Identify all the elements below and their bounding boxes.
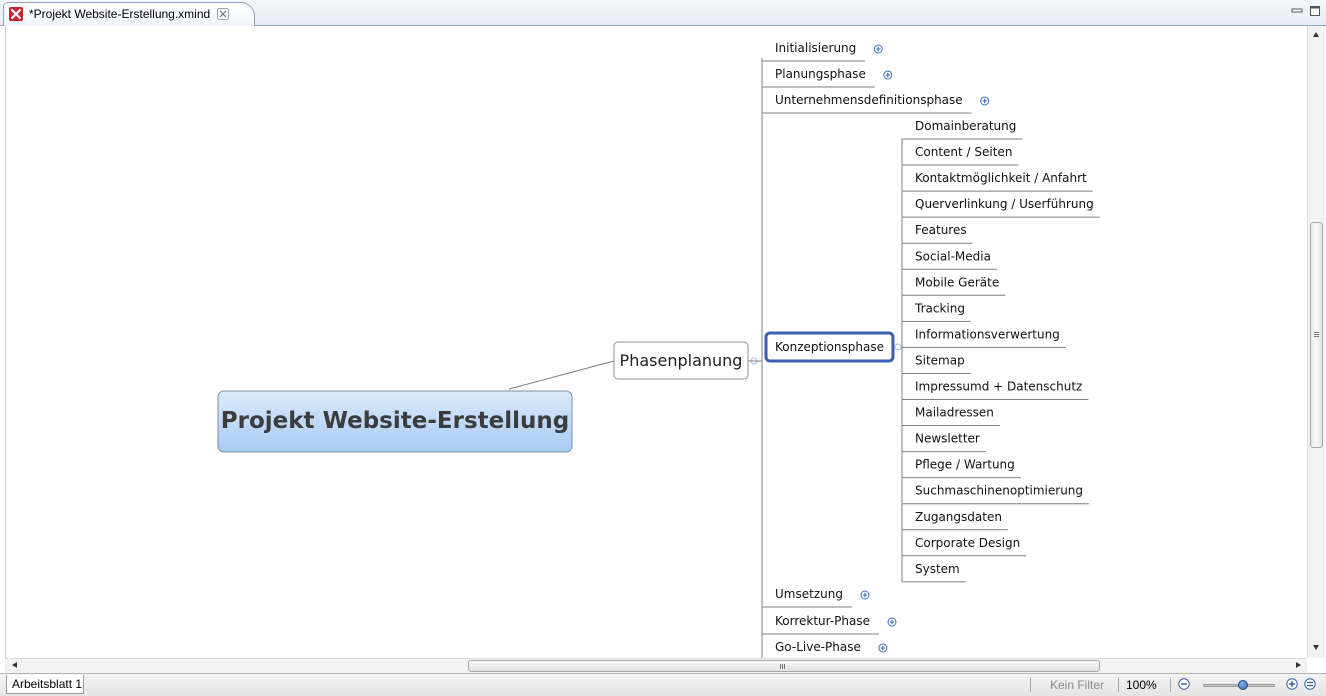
- expand-icon[interactable]: [878, 643, 888, 653]
- subtopic-label: Social-Media: [915, 249, 991, 263]
- connector-line: [508, 360, 615, 390]
- subtopic-label: Impressumd + Datenschutz: [915, 380, 1082, 394]
- subtopic-label: Kontaktmöglichkeit / Anfahrt: [915, 171, 1087, 185]
- zoom-level: 100%: [1126, 678, 1157, 692]
- main-topic-phasenplanung[interactable]: Phasenplanung: [613, 341, 749, 380]
- phase-topic[interactable]: Umsetzung: [762, 587, 870, 608]
- scroll-down-icon[interactable]: [1313, 645, 1319, 650]
- selection-frame: [764, 331, 895, 363]
- subtopic[interactable]: Content / Seiten: [902, 145, 1019, 166]
- subtopic[interactable]: Impressumd + Datenschutz: [902, 380, 1089, 400]
- mindmap-canvas[interactable]: Projekt Website-Erstellung Phasenplanung…: [5, 26, 1308, 658]
- vertical-scroll-thumb[interactable]: [1310, 222, 1323, 448]
- subtopic[interactable]: Sitemap: [902, 353, 971, 374]
- editor-tab[interactable]: *Projekt Website-Erstellung.xmind: [3, 2, 255, 26]
- subtopic-label: Features: [915, 223, 967, 237]
- phase-topic-label: Planungsphase: [775, 67, 866, 81]
- subtopic-label: System: [915, 562, 960, 576]
- horizontal-scrollbar[interactable]: [5, 658, 1307, 673]
- scroll-right-icon[interactable]: [1296, 662, 1301, 668]
- subtopic[interactable]: Social-Media: [902, 249, 997, 270]
- subtopic[interactable]: Tracking: [902, 301, 971, 322]
- expand-icon[interactable]: [980, 96, 990, 106]
- subtopic-label: Querverlinkung / Userführung: [915, 197, 1094, 211]
- collapse-icon[interactable]: [894, 343, 902, 351]
- zoom-slider-thumb[interactable]: [1238, 680, 1248, 690]
- mindmap: Projekt Website-Erstellung Phasenplanung…: [217, 41, 1100, 658]
- sheet-tab[interactable]: Arbeitsblatt 1: [6, 675, 84, 694]
- status-bar: Arbeitsblatt 1 Kein Filter 100%: [0, 673, 1326, 696]
- subtopic-label: Suchmaschinenoptimierung: [915, 484, 1083, 498]
- phase-topic-label: Initialisierung: [775, 41, 856, 55]
- status-separator: [1030, 678, 1031, 692]
- status-separator: [1170, 678, 1171, 692]
- expand-icon[interactable]: [873, 44, 883, 54]
- main-topic-label: Phasenplanung: [620, 351, 743, 370]
- subtopic-label: Mailadressen: [915, 406, 994, 420]
- phase-topic-label: Korrektur-Phase: [775, 614, 870, 628]
- expand-icon[interactable]: [860, 590, 870, 600]
- phase-topic-label: Umsetzung: [775, 587, 843, 601]
- status-separator: [1118, 678, 1119, 692]
- subtopic-label: Mobile Geräte: [915, 275, 999, 289]
- editor-tab-title: *Projekt Website-Erstellung.xmind: [29, 7, 211, 21]
- phase-topic-label: Konzeptionsphase: [775, 340, 884, 354]
- subtopic-label: Informationsverwertung: [915, 327, 1060, 341]
- subtopic[interactable]: Zugangsdaten: [902, 510, 1008, 531]
- subtopic[interactable]: Newsletter: [902, 432, 986, 453]
- expand-icon[interactable]: [887, 617, 897, 627]
- phase-topic[interactable]: Go-Live-Phase: [762, 640, 888, 658]
- central-topic-label: Projekt Website-Erstellung: [221, 408, 569, 434]
- zoom-in-icon[interactable]: [1286, 678, 1298, 690]
- subtopic[interactable]: Kontaktmöglichkeit / Anfahrt: [902, 171, 1093, 192]
- phase-topic[interactable]: Korrektur-Phase: [762, 614, 897, 635]
- subtopic-label: Sitemap: [915, 353, 965, 367]
- subtopic[interactable]: System: [902, 562, 966, 583]
- phase-list: InitialisierungPlanungsphaseUnternehmens…: [762, 41, 990, 658]
- subtopic-label: Corporate Design: [915, 536, 1020, 550]
- phase-topic-label: Unternehmensdefinitionsphase: [775, 93, 963, 107]
- editor-tab-bar: *Projekt Website-Erstellung.xmind: [0, 0, 1326, 26]
- expand-icon[interactable]: [883, 70, 893, 80]
- subtopic-label: Tracking: [914, 301, 965, 315]
- minimize-icon[interactable]: [1291, 6, 1303, 16]
- zoom-out-icon[interactable]: [1178, 678, 1190, 690]
- horizontal-scroll-thumb[interactable]: [468, 660, 1100, 672]
- subtopic[interactable]: Mailadressen: [902, 406, 1000, 427]
- subtopic[interactable]: Pflege / Wartung: [902, 458, 1021, 479]
- phase-topic-label: Go-Live-Phase: [775, 640, 861, 654]
- maximize-icon[interactable]: [1309, 6, 1321, 16]
- central-topic[interactable]: Projekt Website-Erstellung: [217, 390, 573, 453]
- phase-topic[interactable]: Initialisierung: [762, 41, 883, 62]
- phase-topic[interactable]: Unternehmensdefinitionsphase: [762, 93, 990, 114]
- filter-status[interactable]: Kein Filter: [1050, 678, 1105, 692]
- subtopic[interactable]: Domainberatung: [902, 119, 1023, 140]
- phase-topic[interactable]: Planungsphase: [762, 67, 893, 88]
- subtopic-label: Newsletter: [915, 432, 980, 446]
- subtopic[interactable]: Mobile Geräte: [902, 275, 1006, 296]
- xmind-app-icon: [9, 7, 23, 21]
- subtopic[interactable]: Corporate Design: [902, 536, 1027, 557]
- subtopic-label: Domainberatung: [915, 119, 1016, 133]
- vertical-scrollbar[interactable]: [1307, 26, 1325, 658]
- scroll-left-icon[interactable]: [12, 662, 17, 668]
- zoom-fit-icon[interactable]: [1304, 678, 1316, 690]
- close-icon[interactable]: [217, 8, 229, 20]
- subtopic-label: Pflege / Wartung: [915, 458, 1015, 472]
- subtopic[interactable]: Querverlinkung / Userführung: [902, 197, 1100, 218]
- subtopic[interactable]: Informationsverwertung: [902, 327, 1066, 348]
- subtopic[interactable]: Features: [902, 223, 973, 244]
- subtopic-label: Zugangsdaten: [915, 510, 1002, 524]
- subtopic[interactable]: Suchmaschinenoptimierung: [902, 484, 1090, 505]
- scroll-up-icon[interactable]: [1313, 32, 1319, 37]
- subtopic-label: Content / Seiten: [915, 145, 1012, 159]
- phase-topic[interactable]: Konzeptionsphase: [764, 331, 902, 363]
